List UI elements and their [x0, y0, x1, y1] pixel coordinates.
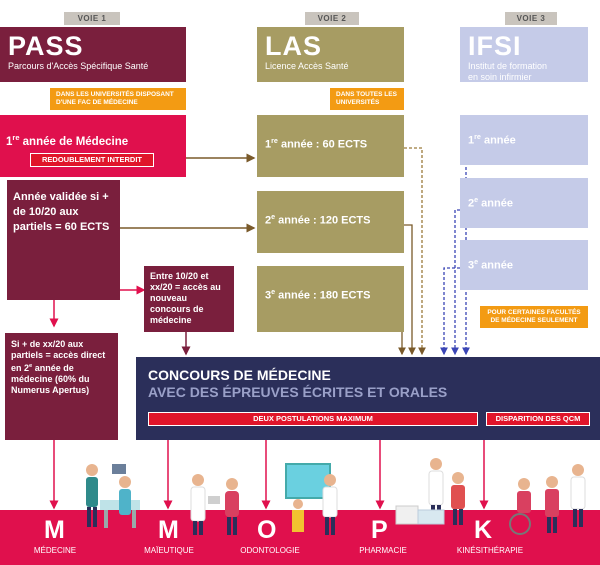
ifsi-title: IFSI — [468, 31, 522, 61]
illustration-figures — [86, 458, 586, 535]
profession-letter-kinesitherapie: K — [474, 516, 493, 544]
maieutique-illustration — [190, 474, 239, 535]
kinesitherapie-illustration — [509, 464, 586, 535]
las-year1-box: 1re année : 60 ECTS — [257, 115, 404, 177]
ifsi-year3: 3e année — [468, 258, 513, 272]
las-year2-box: 2e année : 120 ECTS — [257, 191, 404, 253]
las-year3: 3e année : 180 ECTS — [265, 288, 371, 302]
profession-name-maieutique: MAÏEUTIQUE — [144, 546, 194, 555]
ifsi-header: IFSI Institut de formation en soin infir… — [460, 27, 588, 82]
pass-validated-box: Année validée si + de 10/20 aux partiels… — [7, 180, 120, 300]
las-header: LAS Licence Accès Santé — [257, 27, 404, 82]
profession-name-pharmacie: PHARMACIE — [359, 546, 407, 555]
arrow-las1-to-concours — [404, 147, 426, 356]
las-title: LAS — [265, 31, 322, 61]
arrow-las2-to-concours — [404, 224, 416, 356]
postulations-badge: DEUX POSTULATIONS MAXIMUM — [148, 412, 478, 426]
profession-name-odontologie: ODONTOLOGIE — [240, 546, 300, 555]
ifsi-note: POUR CERTAINES FACULTÉS DE MÉDECINE SEUL… — [480, 306, 588, 328]
voie2-label: VOIE 2 — [305, 12, 359, 25]
pass-direct-box: Si + de xx/20 aux partiels = accès direc… — [5, 333, 118, 440]
ifsi-year1-box: 1re année — [460, 115, 588, 165]
profession-letter-odontologie: O — [257, 516, 277, 544]
pass-entre: Entre 10/20 et xx/20 = accès au nouveau … — [150, 271, 221, 325]
profession-letter-medecine: M — [44, 516, 65, 544]
concours-box: CONCOURS DE MÉDECINE AVEC DES ÉPREUVES É… — [136, 357, 600, 440]
arrow-ifsi2-to-concours — [451, 209, 460, 356]
pass-entre-box: Entre 10/20 et xx/20 = accès au nouveau … — [144, 266, 234, 332]
medecine-illustration — [86, 464, 140, 528]
pass-validated: Année validée si + de 10/20 aux partiels… — [13, 191, 110, 233]
pharmacie-illustration — [395, 458, 465, 525]
pass-subtitle: Parcours d'Accès Spécifique Santé — [8, 61, 149, 71]
ifsi-year3-box: 3e année — [460, 240, 588, 290]
las-note: DANS TOUTES LES UNIVERSITÉS — [330, 88, 404, 110]
las-year3-box: 3e année : 180 ECTS — [257, 266, 404, 332]
redoublement-badge: REDOUBLEMENT INTERDIT — [30, 153, 154, 167]
concours-subtitle: AVEC DES ÉPREUVES ÉCRITES ET ORALES — [148, 384, 448, 400]
ifsi-year2-box: 2e année — [460, 178, 588, 228]
profession-letter-pharmacie: P — [371, 516, 388, 544]
profession-name-medecine: MÉDECINE — [33, 546, 77, 555]
voie3-label: VOIE 3 — [505, 12, 557, 25]
ifsi-year2: 2e année — [468, 196, 513, 210]
arrow-ifsi3-to-concours — [440, 267, 460, 356]
pass-year1: 1re année de Médecine — [6, 133, 129, 148]
pass-year1-box: 1re année de Médecine — [0, 115, 186, 177]
odontologie-illustration — [285, 463, 338, 535]
pass-direct: Si + de xx/20 aux partiels = accès direc… — [11, 339, 106, 395]
profession-name-kinesitherapie: KINÉSITHÉRAPIE — [456, 546, 524, 555]
qcm-badge: DISPARITION DES QCM — [486, 412, 590, 426]
ifsi-year1: 1re année — [468, 133, 516, 147]
pass-title: PASS — [8, 31, 84, 61]
las-subtitle: Licence Accès Santé — [265, 61, 349, 71]
pass-header: PASS Parcours d'Accès Spécifique Santé — [0, 27, 186, 82]
pass-note: DANS LES UNIVERSITÉS DISPOSANT D'UNE FAC… — [50, 88, 186, 110]
profession-letter-maieutique: M — [158, 516, 179, 544]
voie1-label: VOIE 1 — [64, 12, 120, 25]
las-year2: 2e année : 120 ECTS — [265, 213, 371, 227]
concours-title: CONCOURS DE MÉDECINE — [148, 367, 331, 383]
las-year1: 1re année : 60 ECTS — [265, 137, 368, 151]
ifsi-subtitle: Institut de formation en soin infirmier — [468, 61, 548, 82]
